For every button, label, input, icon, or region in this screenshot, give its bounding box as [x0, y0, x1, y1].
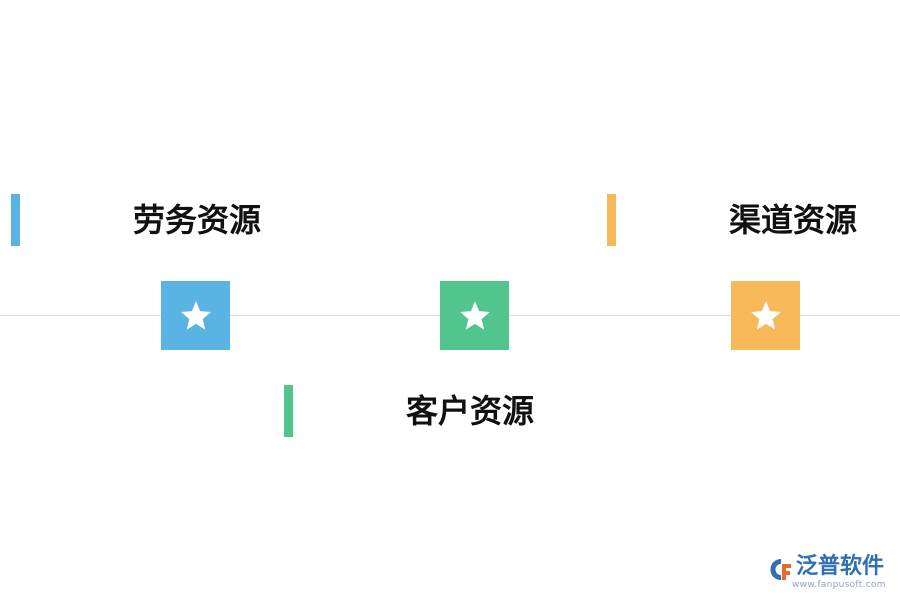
- star-icon: [180, 300, 211, 330]
- accent-bar-labor: [11, 194, 20, 246]
- accent-bar-channel: [607, 194, 616, 246]
- brand-watermark: 泛普软件 www.fanpusoft.com: [768, 553, 894, 593]
- marker-customer: [440, 281, 509, 350]
- label-labor-resources: 劳务资源: [133, 201, 262, 239]
- marker-channel: [731, 281, 800, 350]
- label-channel-resources: 渠道资源: [729, 201, 858, 239]
- label-customer-resources: 客户资源: [406, 392, 535, 430]
- fanpu-logo-icon: [770, 559, 791, 580]
- brand-url: www.fanpusoft.com: [792, 580, 886, 590]
- marker-labor: [161, 281, 230, 350]
- star-icon: [750, 300, 781, 330]
- accent-bar-customer: [284, 385, 293, 437]
- brand-name: 泛普软件: [796, 554, 885, 579]
- star-icon: [459, 300, 490, 330]
